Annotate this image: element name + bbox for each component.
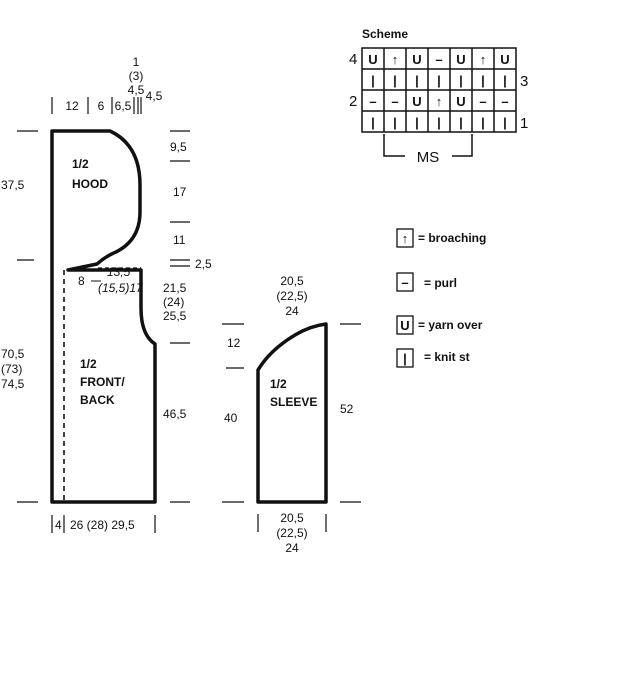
dimension-label: 26 (28) 29,5 xyxy=(70,518,135,532)
dimension-label: (24) xyxy=(163,295,184,309)
scheme-cell: | xyxy=(393,73,397,88)
scheme-row-number: 3 xyxy=(520,73,528,90)
dimension-label: 4 xyxy=(55,518,62,532)
sleeve-label: SLEEVE xyxy=(270,395,317,409)
scheme-cell: | xyxy=(437,73,441,88)
stitch-scheme: Scheme U ↑ U – U ↑ U | | | | | | xyxy=(349,27,528,166)
scheme-cell: | xyxy=(415,73,419,88)
scheme-cell: | xyxy=(437,115,441,130)
dimension-label: 4,5 xyxy=(128,83,145,97)
dimension-label: 6,5 xyxy=(115,99,132,113)
dimension-label: (3) xyxy=(129,69,144,83)
scheme-cell: | xyxy=(371,115,375,130)
hood-label: HOOD xyxy=(72,177,108,191)
legend-label: = yarn over xyxy=(418,318,483,332)
front-back-label: FRONT/ xyxy=(80,375,125,389)
scheme-cell: – xyxy=(479,94,486,109)
scheme-cell: | xyxy=(459,115,463,130)
scheme-cell: – xyxy=(391,94,398,109)
dimension-label: 6 xyxy=(98,99,105,113)
scheme-cell: | xyxy=(503,73,507,88)
front-back-label: BACK xyxy=(80,393,115,407)
dimension-label: 2,5 xyxy=(195,257,212,271)
legend-item-yarn-over: U = yarn over xyxy=(396,315,483,335)
scheme-cell: U xyxy=(500,52,509,67)
scheme-cell: – xyxy=(369,94,376,109)
dimension-label: 9,5 xyxy=(170,140,187,154)
legend-label: = knit st xyxy=(424,350,470,364)
scheme-cells: U ↑ U – U ↑ U | | | | | | | – – U ↑ U – … xyxy=(368,52,509,130)
ms-bracket xyxy=(383,134,473,157)
scheme-cell: ↑ xyxy=(392,52,399,67)
scheme-cell: – xyxy=(501,94,508,109)
dimension-label: 74,5 xyxy=(1,377,25,391)
dimension-label: 11 xyxy=(173,233,186,247)
dimension-label: 20,5 xyxy=(280,511,304,525)
scheme-cell: U xyxy=(368,52,377,67)
ms-label: MS xyxy=(417,149,440,166)
dimension-label: 21,5 xyxy=(163,281,187,295)
scheme-cell: U xyxy=(412,94,421,109)
scheme-row-number: 1 xyxy=(520,115,528,132)
purl-icon: – xyxy=(401,275,408,290)
dimension-label: 4,5 xyxy=(146,89,163,103)
scheme-cell: | xyxy=(481,115,485,130)
scheme-cell: U xyxy=(456,52,465,67)
dimension-label: 8 xyxy=(78,274,85,288)
dimension-label: 70,5 xyxy=(1,347,25,361)
hood-label: 1/2 xyxy=(72,157,89,171)
sleeve-label: 1/2 xyxy=(270,377,287,391)
dimension-label: 46,5 xyxy=(163,407,187,421)
dimension-label: 12 xyxy=(65,99,79,113)
legend-item-knit-st: | = knit st xyxy=(396,348,470,368)
dimension-label: 12 xyxy=(227,336,241,350)
scheme-cell: U xyxy=(456,94,465,109)
legend-item-broaching: ↑ = broaching xyxy=(396,228,486,248)
scheme-cell: | xyxy=(481,73,485,88)
yarn-over-icon: U xyxy=(400,318,409,333)
dimension-label: (22,5) xyxy=(276,526,307,540)
scheme-cell: | xyxy=(503,115,507,130)
symbol-legend: ↑ = broaching – = purl U = yarn over | =… xyxy=(396,228,486,368)
dimension-label: (73) xyxy=(1,362,22,376)
dimension-label: 52 xyxy=(340,402,354,416)
legend-label: = broaching xyxy=(418,231,486,245)
scheme-row-number: 4 xyxy=(349,51,357,68)
sleeve-schematic: 1/2 SLEEVE 20,5 (22,5) 24 12 40 52 20,5 … xyxy=(222,274,361,555)
scheme-row-number: 2 xyxy=(349,93,357,110)
scheme-cell: | xyxy=(415,115,419,130)
broaching-icon: ↑ xyxy=(402,231,409,246)
scheme-cell: ↑ xyxy=(480,52,487,67)
dimension-label: 24 xyxy=(285,541,299,555)
scheme-cell: ↑ xyxy=(436,94,443,109)
dimension-label: (15,5)17 xyxy=(98,281,144,295)
knit-stitch-icon: | xyxy=(403,351,407,366)
front-back-schematic: 1/2 HOOD 1/2 FRONT/ BACK 12 6 6,5 4,5 1 … xyxy=(1,55,212,533)
legend-label: = purl xyxy=(424,276,457,290)
front-back-outline xyxy=(50,129,157,504)
dimension-label: 24 xyxy=(285,304,299,318)
scheme-cell: | xyxy=(459,73,463,88)
dimension-label: 37,5 xyxy=(1,178,25,192)
front-back-label: 1/2 xyxy=(80,357,97,371)
dimension-label: 13,5 xyxy=(107,265,131,279)
dimension-label: 1 xyxy=(133,55,140,69)
dimension-label: 25,5 xyxy=(163,309,187,323)
sleeve-outline xyxy=(256,322,328,504)
dimension-label: 40 xyxy=(224,411,238,425)
scheme-cell: – xyxy=(435,52,442,67)
scheme-cell: U xyxy=(412,52,421,67)
scheme-grid xyxy=(361,47,517,133)
legend-item-purl: – = purl xyxy=(396,272,457,292)
dimension-label: (22,5) xyxy=(276,289,307,303)
dimension-label: 20,5 xyxy=(280,274,304,288)
scheme-cell: | xyxy=(393,115,397,130)
dimension-label: 17 xyxy=(173,185,187,199)
scheme-cell: | xyxy=(371,73,375,88)
scheme-title: Scheme xyxy=(362,27,408,41)
